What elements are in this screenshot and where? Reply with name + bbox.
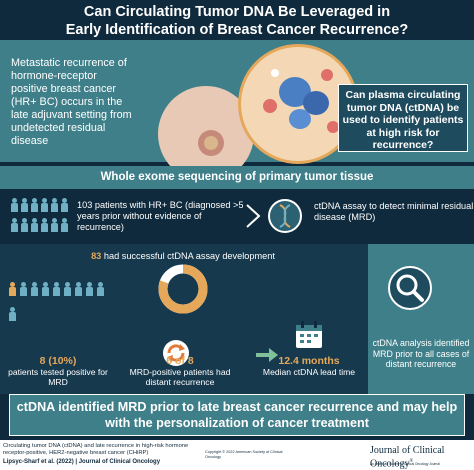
journal-registered-mark: ®: [409, 459, 414, 464]
lead-time-label: 12.4 months Median ctDNA lead time: [262, 356, 356, 377]
footer-copyright: Copyright © 2022 American Society of Cli…: [205, 450, 283, 459]
tumor-cell-shape: [289, 109, 311, 129]
journal-tagline: An American Society of Clinical Oncology…: [370, 462, 440, 466]
person-icon: [96, 282, 104, 296]
cohort-text: 103 patients with HR+ BC (diagnosed >5 y…: [77, 200, 244, 232]
arrow-right-icon: [256, 348, 278, 362]
person-icon: [40, 198, 48, 212]
footer-study-title: Circulating tumor DNA (ctDNA) and late r…: [3, 443, 189, 456]
cell-fragment-shape: [271, 69, 279, 77]
intro-text: Metastatic recurrence of hormone-recepto…: [11, 57, 132, 147]
cohort-section: 103 patients with HR+ BC (diagnosed >5 y…: [0, 189, 474, 244]
success-line: 83 had successful ctDNA assay developmen…: [52, 251, 314, 261]
success-count: 83: [91, 251, 102, 261]
patients-positive-text: patients tested positive for MRD: [8, 366, 108, 388]
person-icon: [60, 218, 68, 232]
results-section: 83 had successful ctDNA assay developmen…: [0, 244, 474, 394]
person-icon: [10, 218, 18, 232]
person-icon: [50, 218, 58, 232]
donut-fill: [158, 264, 208, 314]
blood-cell-shape: [327, 121, 339, 133]
side-panel: [368, 244, 474, 394]
dna-icon: [268, 199, 302, 233]
person-icon: [30, 218, 38, 232]
footer: Circulating tumor DNA (ctDNA) and late r…: [0, 440, 474, 470]
person-icon: [60, 198, 68, 212]
person-icon: [52, 282, 60, 296]
person-icon: [40, 218, 48, 232]
recurrence-label: 6 of 8 MRD-positive patients had distant…: [120, 356, 240, 388]
blood-cell-shape: [321, 69, 333, 81]
footer-citation: Lipsyc-Sharf et al. (2022) | Journal of …: [3, 459, 161, 465]
title-line-1: Can Circulating Tumor DNA Be Leveraged i…: [83, 4, 391, 20]
person-icon: [41, 282, 49, 296]
side-panel-text: ctDNA analysis identified MRD prior to a…: [372, 338, 470, 369]
calendar-icon: [296, 321, 322, 348]
journal-logo: Journal of Clinical Oncology®: [370, 445, 472, 469]
magnifier-icon: [388, 266, 432, 310]
person-icon: [19, 282, 27, 296]
person-icon: [74, 282, 82, 296]
person-icon: [20, 198, 28, 212]
title-line-2: Early Identification of Breast Cancer Re…: [65, 22, 409, 38]
method-banner: Whole exome sequencing of primary tumor …: [0, 166, 474, 189]
person-icon: [8, 307, 16, 321]
tumor-shape: [204, 136, 218, 150]
person-icon: [30, 198, 38, 212]
success-text: had successful ctDNA assay development: [101, 251, 275, 261]
person-icon: [50, 198, 58, 212]
patient-people-icons: [8, 282, 108, 332]
cohort-people-icons: [10, 198, 70, 238]
recurrence-number: 6 of 8: [166, 355, 194, 367]
person-icon: [85, 282, 93, 296]
blood-cell-shape: [263, 99, 277, 113]
person-icon: [63, 282, 71, 296]
patients-positive-number: 8 (10%): [39, 355, 77, 367]
infographic-title: Can Circulating Tumor DNA Be Leveraged i…: [0, 0, 474, 40]
assay-text: ctDNA assay to detect minimal residual d…: [314, 201, 474, 222]
recurrence-icon: [163, 340, 189, 366]
journal-name: Journal of Clinical Oncology: [370, 445, 445, 470]
person-icon: [8, 282, 16, 296]
chevron-right-icon: [246, 204, 261, 228]
patients-positive-label: 8 (10%) patients tested positive for MRD: [8, 356, 108, 388]
person-icon: [20, 218, 28, 232]
person-icon: [30, 282, 38, 296]
person-icon: [10, 198, 18, 212]
success-donut-chart: [158, 264, 208, 314]
question-box: Can plasma circulating tumor DNA (ctDNA)…: [338, 84, 468, 152]
lead-time-text: Median ctDNA lead time: [262, 366, 356, 377]
lead-time-number: 12.4 months: [278, 355, 340, 367]
recurrence-text: MRD-positive patients had distant recurr…: [129, 366, 231, 388]
conclusion-box: ctDNA identified MRD prior to late breas…: [9, 394, 465, 436]
